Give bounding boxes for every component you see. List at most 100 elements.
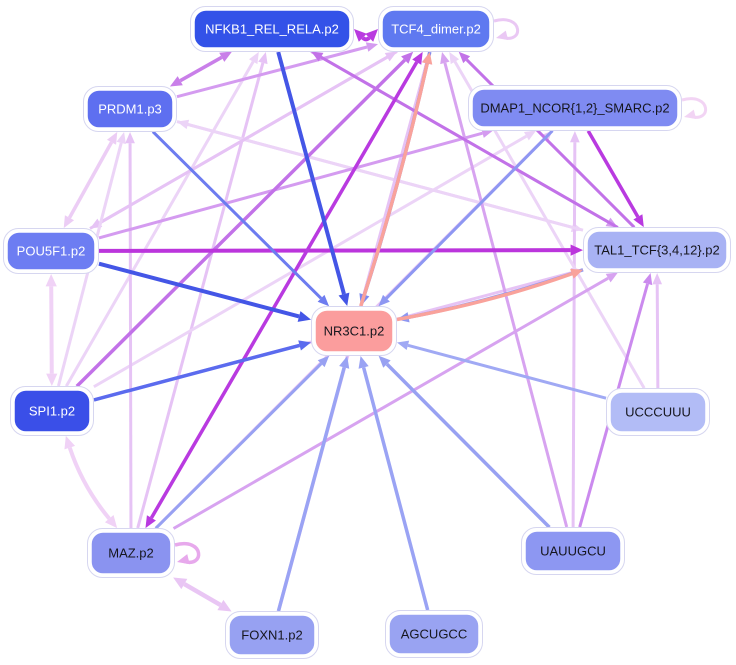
edge-arrowhead	[45, 273, 57, 287]
edge-arrowhead	[365, 29, 378, 42]
graph-node-tcf4[interactable]: TCF4_dimer.p2	[378, 6, 494, 52]
graph-edge-pou5f1-nr3c1	[98, 261, 300, 319]
node-box	[586, 230, 728, 270]
graph-node-pou5f1[interactable]: POU5F1.p2	[3, 228, 99, 274]
node-label-spi1: SPI1.p2	[29, 404, 75, 419]
edge-arrowhead	[378, 294, 390, 307]
graph-edge-agcugcc-nr3c1	[361, 366, 430, 611]
edge-arrowhead	[354, 29, 367, 42]
edge-arrowhead	[652, 272, 663, 285]
graph-node-nr3c1[interactable]: NR3C1.p2	[311, 306, 397, 356]
edge-arrowhead	[458, 51, 471, 64]
edge-arrowhead	[365, 42, 379, 52]
graph-edge-maz-nfkb1	[136, 62, 265, 529]
edge-arrowhead	[570, 244, 583, 256]
edge-arrowhead	[412, 51, 423, 65]
edge-arrowhead	[64, 435, 76, 450]
node-box	[314, 309, 394, 353]
edge-arrowhead	[46, 373, 58, 387]
graph-node-spi1[interactable]: SPI1.p2	[10, 386, 94, 436]
graph-edge-prdm1-nr3c1	[151, 130, 323, 300]
edge-arrowhead	[642, 272, 653, 286]
graph-edge-nfkb1-prdm1	[179, 55, 223, 83]
graph-node-nfkb1[interactable]: NFKB1_REL_RELA.p2	[190, 6, 354, 52]
graph-edge-uauugcu-nr3c1	[385, 362, 551, 529]
edge-arrowhead	[248, 51, 259, 65]
edge-arrowhead	[569, 130, 580, 143]
edge-arrowhead	[177, 554, 190, 565]
graph-edge-foxn1-nr3c1	[276, 366, 346, 612]
edge-arrowhead	[217, 599, 232, 612]
node-box	[90, 531, 172, 575]
node-box	[228, 614, 316, 656]
edge-arrowhead	[378, 355, 391, 368]
graph-edge-nfkb1-nr3c1	[276, 51, 346, 295]
graph-edge-pou5f1-dmap1	[98, 131, 483, 240]
node-label-dmap1: DMAP1_NCOR{1,2}_SMARC.p2	[480, 101, 669, 116]
graph-node-tal1[interactable]: TAL1_TCF{3,4,12}.p2	[583, 227, 731, 273]
edge-arrowhead	[605, 272, 618, 283]
edge-arrowhead	[523, 130, 537, 141]
graph-node-agcugcc[interactable]: AGCUGCC	[385, 610, 483, 658]
node-label-maz: MAZ.p2	[108, 546, 154, 561]
graph-node-maz[interactable]: MAZ.p2	[87, 528, 175, 578]
node-label-uauugcu: UAUUGCU	[540, 544, 606, 559]
edge-arrowhead	[339, 355, 350, 369]
node-box	[193, 9, 351, 49]
edge-arrowhead	[169, 76, 183, 87]
node-box	[86, 89, 174, 129]
edge-arrowhead	[396, 340, 410, 351]
edge-arrowhead	[116, 131, 126, 145]
graph-node-ucccuuu[interactable]: UCCCUUU	[606, 388, 710, 436]
node-label-ucccuuu: UCCCUUU	[625, 405, 691, 420]
graph-edge-uauugcu-tcf4	[443, 62, 569, 528]
graph-node-prdm1[interactable]: PRDM1.p3	[83, 86, 177, 132]
graph-edge-spi1-maz	[67, 447, 111, 520]
graph-edge-dmap1-nr3c1	[385, 129, 554, 300]
self-loop-tcf4	[493, 18, 519, 40]
node-box	[524, 530, 622, 572]
edge-arrowhead	[422, 51, 433, 65]
graph-edge-tal1-prdm1	[187, 123, 584, 232]
edge-arrowhead	[440, 51, 450, 65]
graph-node-foxn1[interactable]: FOXN1.p2	[225, 611, 319, 659]
graph-edge-maz-tcf4	[149, 61, 419, 519]
node-box	[6, 231, 96, 271]
graph-node-dmap1[interactable]: DMAP1_NCOR{1,2}_SMARC.p2	[468, 85, 682, 131]
edge-arrowhead	[106, 131, 118, 145]
edge-arrowhead	[219, 51, 233, 62]
graph-edge-ucccuuu-nr3c1	[407, 343, 607, 400]
edge-arrowhead	[449, 51, 460, 65]
edge-arrowhead	[63, 215, 75, 229]
graph-edge-maz-foxn1	[183, 582, 222, 607]
graph-edge-spi1-dmap1	[93, 134, 528, 389]
node-box	[609, 391, 707, 433]
node-box	[471, 88, 679, 128]
graph-node-uauugcu[interactable]: UAUUGCU	[521, 527, 625, 575]
node-box	[13, 389, 91, 433]
edge-arrowhead	[104, 515, 118, 529]
edge-layer	[45, 29, 663, 612]
node-label-nfkb1: NFKB1_REL_RELA.p2	[205, 22, 339, 37]
graph-edge-pou5f1-spi1	[49, 286, 54, 374]
node-label-pou5f1: POU5F1.p2	[17, 244, 86, 259]
self-loop-dmap1	[681, 97, 707, 119]
graph-edge-nr3c1-tcf4	[359, 63, 429, 307]
graph-edge-nfkb1-tcf4	[361, 36, 371, 42]
node-label-prdm1: PRDM1.p3	[98, 102, 162, 117]
edge-arrowhead	[311, 51, 324, 62]
graph-edge-maz-nr3c1	[154, 362, 323, 530]
graph-edge-maz-tal1	[172, 276, 609, 530]
graph-edge-prdm1-tcf4	[176, 45, 368, 99]
edge-arrowhead	[570, 268, 584, 279]
self-loop-layer	[174, 18, 707, 565]
edge-arrowhead	[358, 355, 369, 369]
graph-edge-pou5f1-tal1	[98, 248, 571, 253]
edge-arrowhead	[338, 292, 350, 307]
node-label-tal1: TAL1_TCF{3,4,12}.p2	[594, 243, 720, 258]
node-box	[381, 9, 491, 49]
graph-edge-ucccuuu-tal1	[655, 284, 660, 389]
